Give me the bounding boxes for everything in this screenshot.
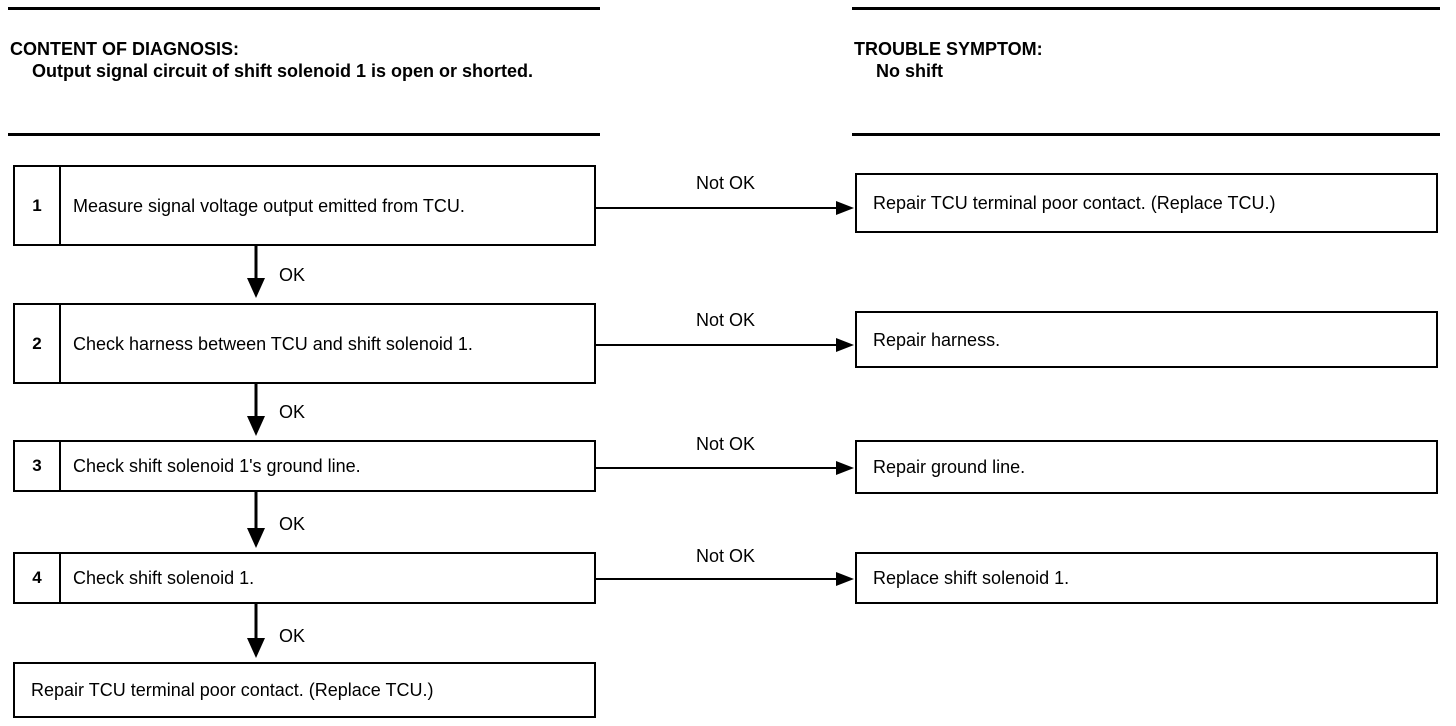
step-4-fail-arrow (596, 572, 854, 586)
header-bottom-rule-right (852, 133, 1440, 136)
final-action-box: Repair TCU terminal poor contact. (Repla… (13, 662, 596, 718)
step-2-pass-label: OK (279, 402, 306, 422)
step-3-box: 3 Check shift solenoid 1's ground line. (13, 440, 596, 492)
step-2-number: 2 (15, 305, 61, 382)
step-2-pass-arrow (247, 384, 265, 436)
step-2-fail-arrow (596, 338, 854, 352)
step-2-fail-action-box: Repair harness. (855, 311, 1438, 368)
header-top-rule-left (8, 7, 600, 10)
step-3-text: Check shift solenoid 1's ground line. (73, 456, 361, 476)
step-2-box: 2 Check harness between TCU and shift so… (13, 303, 596, 384)
symptom-text: No shift (876, 61, 943, 81)
step-4-pass-arrow (247, 604, 265, 658)
step-3-fail-arrow (596, 461, 854, 475)
step-4-fail-label: Not OK (696, 546, 756, 566)
diagnosis-text: Output signal circuit of shift solenoid … (32, 61, 534, 81)
step-1-fail-action-box: Repair TCU terminal poor contact. (Repla… (855, 173, 1438, 233)
step-3-pass-arrow (247, 492, 265, 548)
header-top-rule-right (852, 7, 1440, 10)
symptom-heading: TROUBLE SYMPTOM: (854, 39, 1043, 59)
step-4-pass-label: OK (279, 626, 306, 646)
step-1-pass-label: OK (279, 265, 306, 285)
step-1-number: 1 (15, 167, 61, 244)
step-1-pass-arrow (247, 246, 265, 298)
step-4-number: 4 (15, 554, 61, 602)
step-4-box: 4 Check shift solenoid 1. (13, 552, 596, 604)
step-1-fail-action-text: Repair TCU terminal poor contact. (Repla… (873, 193, 1276, 213)
diagnosis-header: CONTENT OF DIAGNOSIS: Output signal circ… (10, 38, 600, 82)
step-1-text: Measure signal voltage output emitted fr… (73, 195, 465, 216)
step-3-pass-label: OK (279, 514, 306, 534)
header-bottom-rule-left (8, 133, 600, 136)
step-2-fail-action-text: Repair harness. (873, 329, 1001, 350)
step-2-text: Check harness between TCU and shift sole… (73, 333, 473, 354)
step-1-fail-arrow (596, 201, 854, 215)
step-2-fail-label: Not OK (696, 310, 756, 330)
step-1-fail-label: Not OK (696, 173, 756, 193)
step-1-box: 1 Measure signal voltage output emitted … (13, 165, 596, 246)
step-3-number: 3 (15, 442, 61, 490)
diagnosis-heading: CONTENT OF DIAGNOSIS: (10, 39, 239, 59)
step-4-text: Check shift solenoid 1. (73, 568, 255, 588)
step-3-fail-action-text: Repair ground line. (873, 457, 1026, 477)
step-4-fail-action-text: Replace shift solenoid 1. (873, 568, 1070, 588)
step-3-fail-action-box: Repair ground line. (855, 440, 1438, 494)
symptom-header: TROUBLE SYMPTOM: No shift (854, 38, 1434, 82)
step-3-fail-label: Not OK (696, 434, 756, 454)
step-4-fail-action-box: Replace shift solenoid 1. (855, 552, 1438, 604)
final-action-text: Repair TCU terminal poor contact. (Repla… (31, 680, 434, 700)
